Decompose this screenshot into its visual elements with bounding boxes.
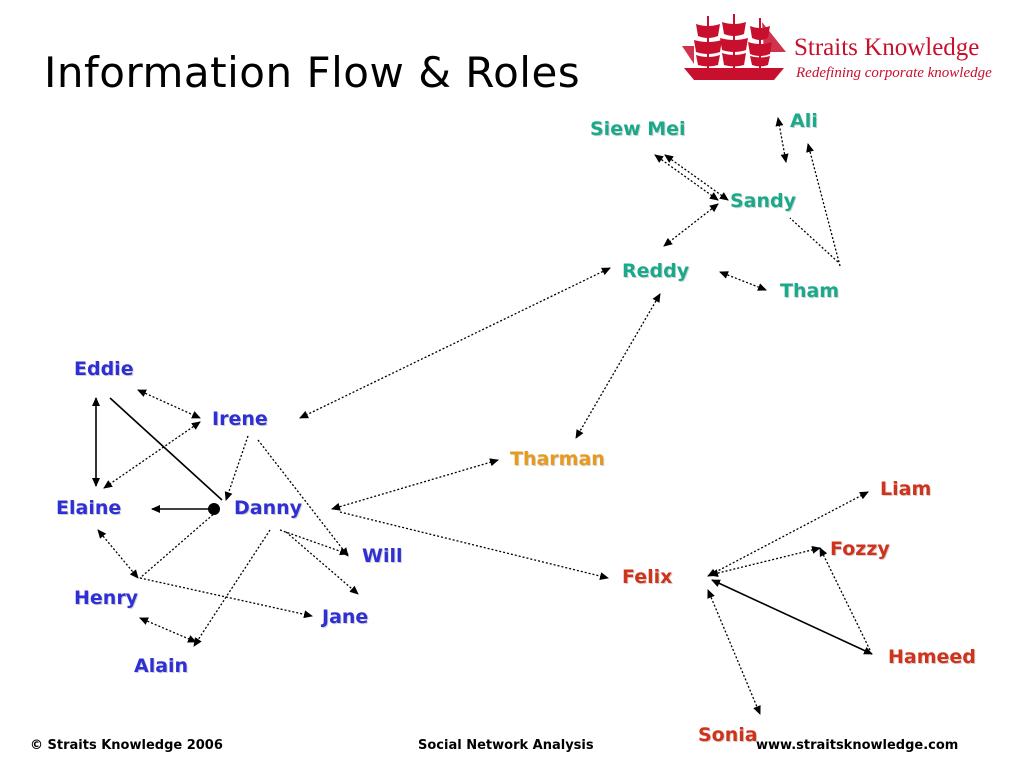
edge-henry-jane — [139, 577, 313, 619]
edge-reddy-irene — [299, 267, 611, 419]
company-logo: Straits Knowledge Redefining corporate k… — [680, 10, 1016, 88]
edge-danny-tharman — [331, 458, 499, 511]
node-hameed: Hameed — [888, 646, 976, 668]
edge-danny-henry — [139, 511, 217, 579]
node-elaine: Elaine — [56, 497, 122, 519]
edge-tham-ali — [806, 143, 841, 267]
edge-henry-alain — [139, 617, 197, 643]
edge-danny-will — [279, 529, 349, 556]
node-sandy: Sandy — [730, 190, 797, 212]
node-ali: Ali — [790, 110, 818, 132]
footer-topic: Social Network Analysis — [418, 738, 594, 753]
edge-irene-will — [257, 439, 349, 557]
node-irene: Irene — [212, 408, 268, 430]
node-will: Will — [362, 545, 403, 567]
edge-felix-sonia — [707, 589, 761, 715]
edge-reddy-tham — [719, 271, 767, 291]
edge-tham-sandy — [789, 217, 839, 263]
node-alain: Alain — [134, 655, 189, 677]
edge-irene-elaine — [103, 421, 201, 489]
node-sonia: Sonia — [698, 724, 758, 746]
edge-layer — [92, 117, 873, 715]
edge-danny-alain — [193, 529, 271, 647]
node-tharman: Tharman — [510, 448, 605, 470]
node-felix: Felix — [622, 566, 673, 588]
footer-copyright: © Straits Knowledge 2006 — [30, 738, 223, 753]
edge-sandy-ali — [775, 117, 789, 163]
edge-siewmei-sandy — [654, 154, 719, 201]
edge-felix-liam — [707, 491, 869, 577]
node-eddie: Eddie — [74, 358, 134, 380]
logo-company-name: Straits Knowledge — [794, 34, 980, 61]
edge-hameed-fozzy — [819, 547, 871, 651]
edge-danny-jane — [285, 531, 359, 595]
edge-elaine-henry — [97, 529, 139, 579]
node-henry: Henry — [74, 587, 139, 609]
edge-eddie-danny — [109, 397, 223, 501]
edge-siewmei-sandy — [664, 154, 729, 201]
node-reddy: Reddy — [622, 260, 690, 282]
edge-sandy-reddy — [663, 203, 719, 247]
node-liam: Liam — [880, 478, 932, 500]
edge-felix-hameed — [711, 579, 873, 655]
node-tham: Tham — [780, 280, 840, 302]
edge-reddy-tharman — [575, 293, 661, 439]
edge-eddie-irene — [137, 389, 201, 419]
ship-icon — [682, 14, 786, 80]
node-fozzy: Fozzy — [830, 538, 890, 560]
edge-felix-fozzy — [709, 546, 821, 577]
footer-website[interactable]: www.straitsknowledge.com — [756, 738, 959, 753]
edge-irene-danny — [224, 435, 249, 501]
logo-tagline: Redefining corporate knowledge — [796, 65, 992, 81]
danny-hub-dot — [208, 503, 220, 515]
node-danny: Danny — [234, 497, 303, 519]
slide-title: Information Flow & Roles — [44, 48, 581, 97]
node-jane: Jane — [322, 606, 369, 628]
node-siewmei: Siew Mei — [590, 118, 686, 140]
